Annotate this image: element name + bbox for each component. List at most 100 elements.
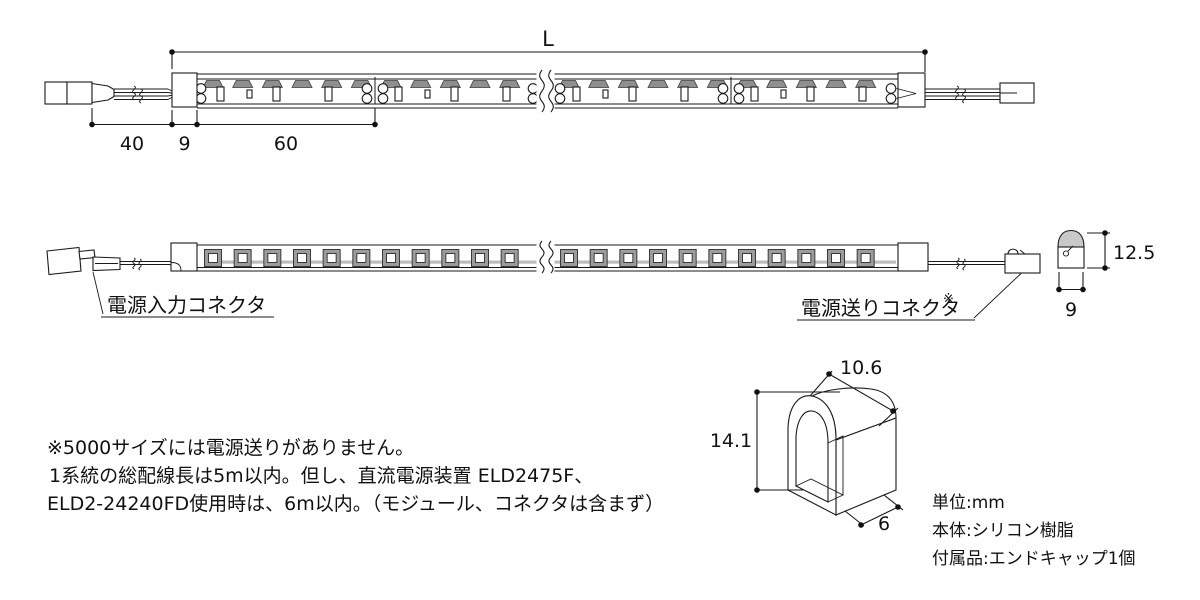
led-window-inner [742,253,753,263]
smd-component [502,86,511,102]
led-lens-top [855,80,877,88]
front-view: 電源入力コネクタ 電源送りコネクタ ※ [46,240,1041,321]
plan-break [536,69,555,113]
smd-component [272,86,281,102]
section-dome [1057,229,1085,248]
dimension-section-width: 9 [1056,272,1086,321]
spec-accessory: 付属品:エンドキャップ1個 [932,549,1136,569]
dim-label-12-5: 12.5 [1113,242,1155,264]
led-lens-top [588,80,610,88]
solder-pad [377,93,389,104]
wire-break-mark [962,88,966,104]
led-window-inner [326,253,337,263]
led-window-inner [267,253,278,263]
smd-component [324,86,333,102]
dim-label-40: 40 [120,133,144,155]
smd-component [750,86,759,102]
led-lens-top [232,80,254,88]
led-window-inner [208,253,218,263]
smd-component [246,89,253,99]
led-window-inner [771,253,782,263]
solder-pad [717,83,729,94]
smd-component [858,86,867,102]
spec-block: 単位:mm 本体:シリコン樹脂 付属品:エンドキャップ1個 [932,493,1136,569]
solder-pad [195,83,207,94]
notes-block: ※5000サイズには電源送りがありません。 1系統の総配線長は5m以内。但し、直… [47,437,664,515]
note-line-1: ※5000サイズには電源送りがありません。 [47,437,414,459]
led-lens-top [795,80,817,88]
led-window-inner [504,253,515,263]
led-lens-top [766,80,788,88]
front-wire-entry-curve [170,262,182,272]
dimension-cap-width: 10.6 [809,357,899,427]
solder-pad [361,83,373,94]
dimension-section-height: 12.5 [1087,230,1155,271]
solder-pad [377,83,389,94]
led-window-inner [801,253,812,263]
plan-solder-pads [195,77,897,104]
smd-component [602,89,609,99]
solder-pad [361,93,373,104]
led-window-inner [475,253,486,263]
section-wire-channel [1062,250,1070,257]
callout-feed-connector: 電源送りコネクタ ※ [797,273,1022,321]
solder-pad [733,93,745,104]
solder-pad [527,93,539,104]
plan-lead-wires-right [896,85,1000,104]
smd-component [628,86,637,102]
spec-unit: 単位:mm [932,493,1005,513]
spec-body-material: 本体:シリコン樹脂 [932,521,1074,541]
solder-pad [717,93,729,104]
plan-component-row [216,86,867,102]
led-window-inner [237,253,248,263]
solder-pad [885,93,897,104]
input-connector-label: 電源入力コネクタ [107,293,266,317]
dimension-lead-and-pitch: 40 9 60 [89,108,378,155]
solder-pad [554,93,566,104]
callout-input-connector: 電源入力コネクタ [92,271,274,318]
dim-label-9: 9 [178,133,190,155]
led-window-inner [623,253,634,263]
led-lens-top [261,80,283,88]
led-lens-top [291,80,313,88]
led-lens-top [677,80,699,88]
led-lens-top [617,80,639,88]
led-window-inner [445,253,456,263]
note-line-3: ELD2-24240FD使用時は、6m以内。（モジュール、コネクタは含まず） [47,493,664,515]
led-lens-top [469,80,491,88]
front-wire-right [928,257,1005,271]
led-window-inner [415,253,426,263]
front-end-sleeve-right [897,242,929,272]
section-body [1057,246,1085,269]
note-line-2: 1系統の総配線長は5m以内。但し、直流電源装置 ELD2475F、 [49,465,593,487]
wire-break-mark [956,257,960,270]
front-wire-left [120,257,171,271]
smd-component [450,86,459,102]
led-window-inner [831,253,842,263]
plan-end-sleeve-right [897,72,926,108]
feed-connector-ref-mark: ※ [943,292,954,307]
dimension-cap-depth: 6 [844,494,904,535]
smd-component [680,86,689,102]
solder-pad [885,83,897,94]
led-lens-top [499,80,521,88]
solder-pad [733,83,745,94]
led-window-inner [356,253,367,263]
plan-end-sleeve-left [171,72,198,108]
led-lens-top [825,80,847,88]
led-lens-top [321,80,343,88]
dimension-overall-length: L [169,27,928,72]
dim-label-14-1: 14.1 [710,430,752,452]
smd-component [806,86,815,102]
cap-cavity-floor [795,478,845,503]
front-feed-connector [1004,248,1041,274]
led-window-inner [860,253,871,263]
solder-pad [554,83,566,94]
front-break [536,240,555,274]
wire-break-mark [962,258,966,271]
solder-pad [195,93,207,104]
led-window-inner [712,253,723,263]
front-led-window-row [204,249,875,267]
